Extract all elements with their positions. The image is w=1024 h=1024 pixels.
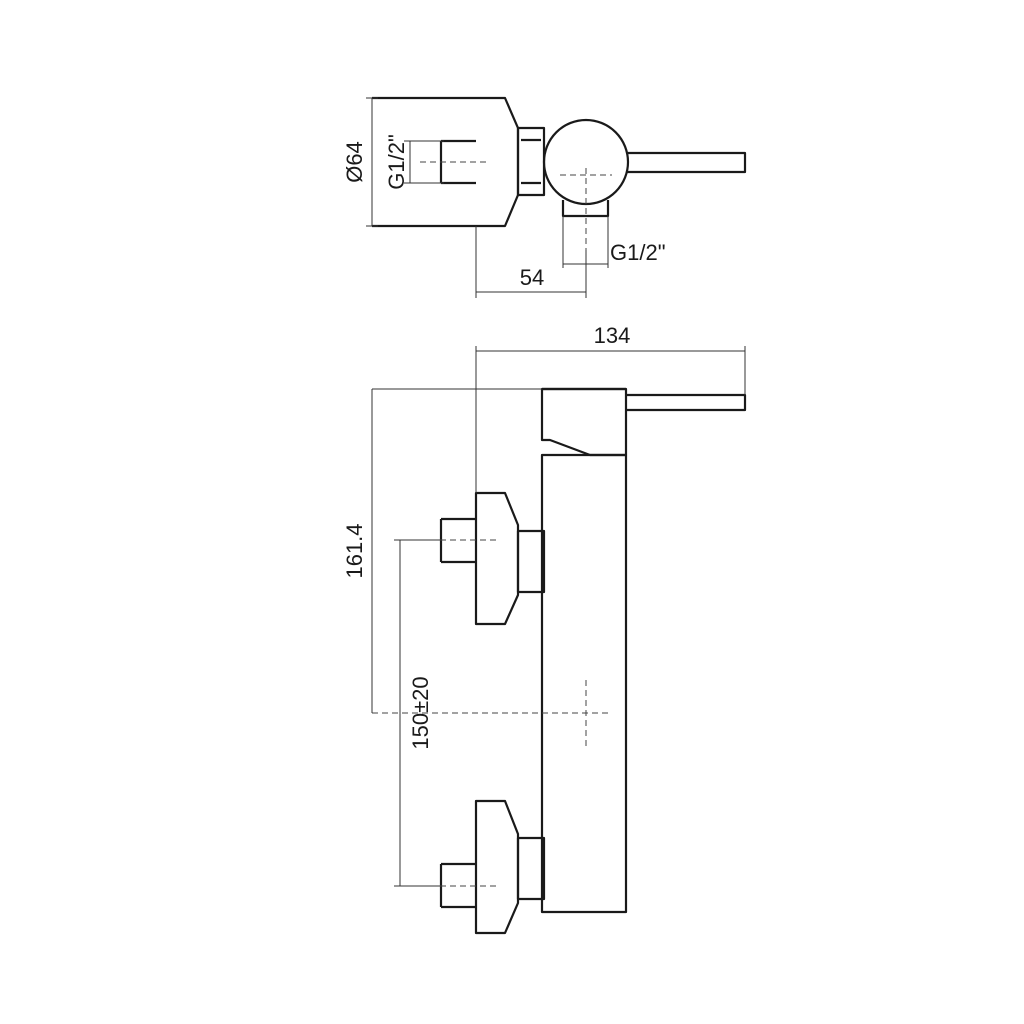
top-nut-detail [521,138,541,185]
top-dim-thread-bottom [562,216,609,268]
label-offset: 54 [520,265,544,290]
front-dim-height [371,388,542,713]
front-mixer-head [540,387,628,457]
front-lower-flange [474,799,520,935]
label-thread-bottom: G1/2" [610,240,666,265]
front-lower-nut [516,836,546,901]
front-view: 134 161.4 150±20 [342,323,747,935]
label-width: 134 [594,323,631,348]
label-height: 161.4 [342,523,367,578]
label-spacing: 150±20 [408,676,433,749]
top-dim-diameter [366,97,378,227]
label-diameter: Ø64 [342,141,367,183]
label-thread-left: G1/2" [384,134,409,190]
front-upper-nut [516,529,546,594]
top-outlet [561,200,610,218]
front-dim-spacing [394,539,440,887]
front-dim-width [475,346,746,493]
front-upper-flange [474,491,520,626]
top-view: Ø64 G1/2" 54 G1/2" [342,96,747,298]
top-dim-offset [475,226,587,298]
top-lever [626,151,747,174]
top-dim-thread-left [404,140,444,184]
front-mixer-body [540,453,628,914]
front-lever [626,393,747,412]
top-nut [516,126,546,197]
